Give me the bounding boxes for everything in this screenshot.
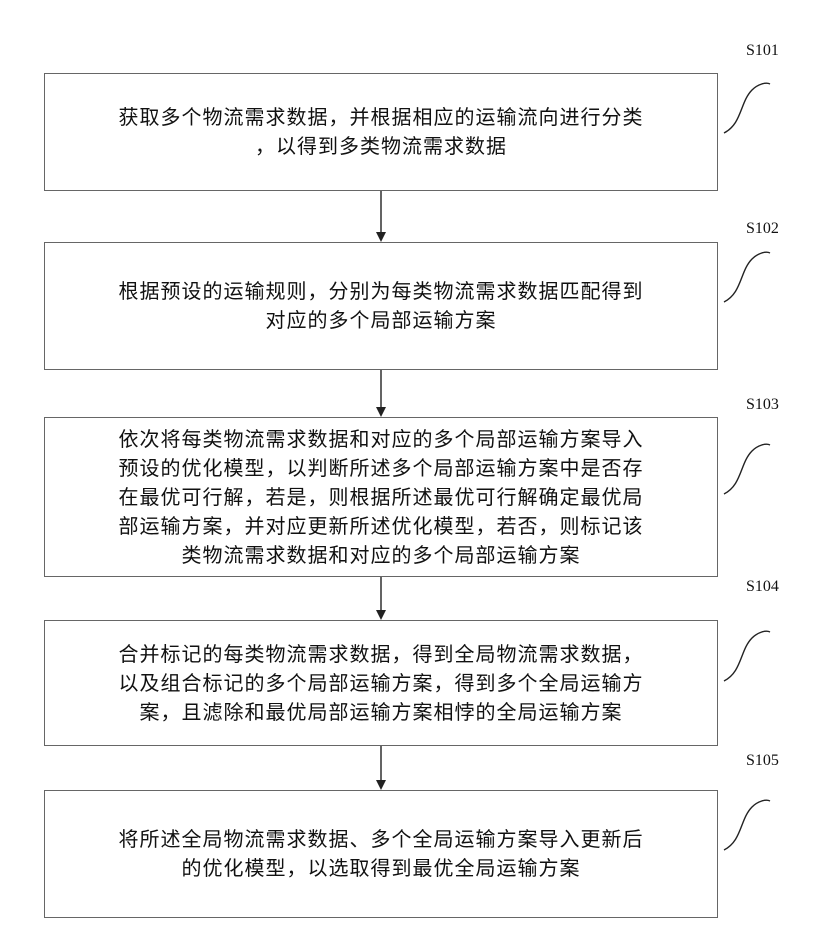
step-text-s101: 获取多个物流需求数据，并根据相应的运输流向进行分类 ，以得到多类物流需求数据 <box>45 103 717 161</box>
step-label-s105: S105 <box>746 752 779 770</box>
step-box-s104: 合并标记的每类物流需求数据，得到全局物流需求数据， 以及组合标记的多个局部运输方… <box>44 620 718 746</box>
step-text-s103: 依次将每类物流需求数据和对应的多个局部运输方案导入 预设的优化模型，以判断所述多… <box>45 425 717 570</box>
step-box-s101: 获取多个物流需求数据，并根据相应的运输流向进行分类 ，以得到多类物流需求数据 <box>44 73 718 191</box>
step-text-s104: 合并标记的每类物流需求数据，得到全局物流需求数据， 以及组合标记的多个局部运输方… <box>45 640 717 727</box>
leader-line-s102 <box>724 252 770 302</box>
step-label-s101: S101 <box>746 42 779 60</box>
step-box-s102: 根据预设的运输规则，分别为每类物流需求数据匹配得到 对应的多个局部运输方案 <box>44 242 718 370</box>
step-box-s105: 将所述全局物流需求数据、多个全局运输方案导入更新后 的优化模型，以选取得到最优全… <box>44 790 718 918</box>
step-label-s102: S102 <box>746 220 779 238</box>
leader-line-s105 <box>724 800 770 850</box>
arrow-s103-s104-head <box>376 610 386 620</box>
step-box-s103: 依次将每类物流需求数据和对应的多个局部运输方案导入 预设的优化模型，以判断所述多… <box>44 417 718 577</box>
arrow-s102-s103-head <box>376 407 386 417</box>
step-text-s102: 根据预设的运输规则，分别为每类物流需求数据匹配得到 对应的多个局部运输方案 <box>45 277 717 335</box>
leader-line-s103 <box>724 444 770 494</box>
leader-line-s104 <box>724 631 770 681</box>
arrow-s104-s105-head <box>376 780 386 790</box>
step-text-s105: 将所述全局物流需求数据、多个全局运输方案导入更新后 的优化模型，以选取得到最优全… <box>45 825 717 883</box>
step-label-s104: S104 <box>746 578 779 596</box>
arrow-s101-s102-head <box>376 232 386 242</box>
leader-line-s101 <box>724 83 770 133</box>
step-label-s103: S103 <box>746 396 779 414</box>
